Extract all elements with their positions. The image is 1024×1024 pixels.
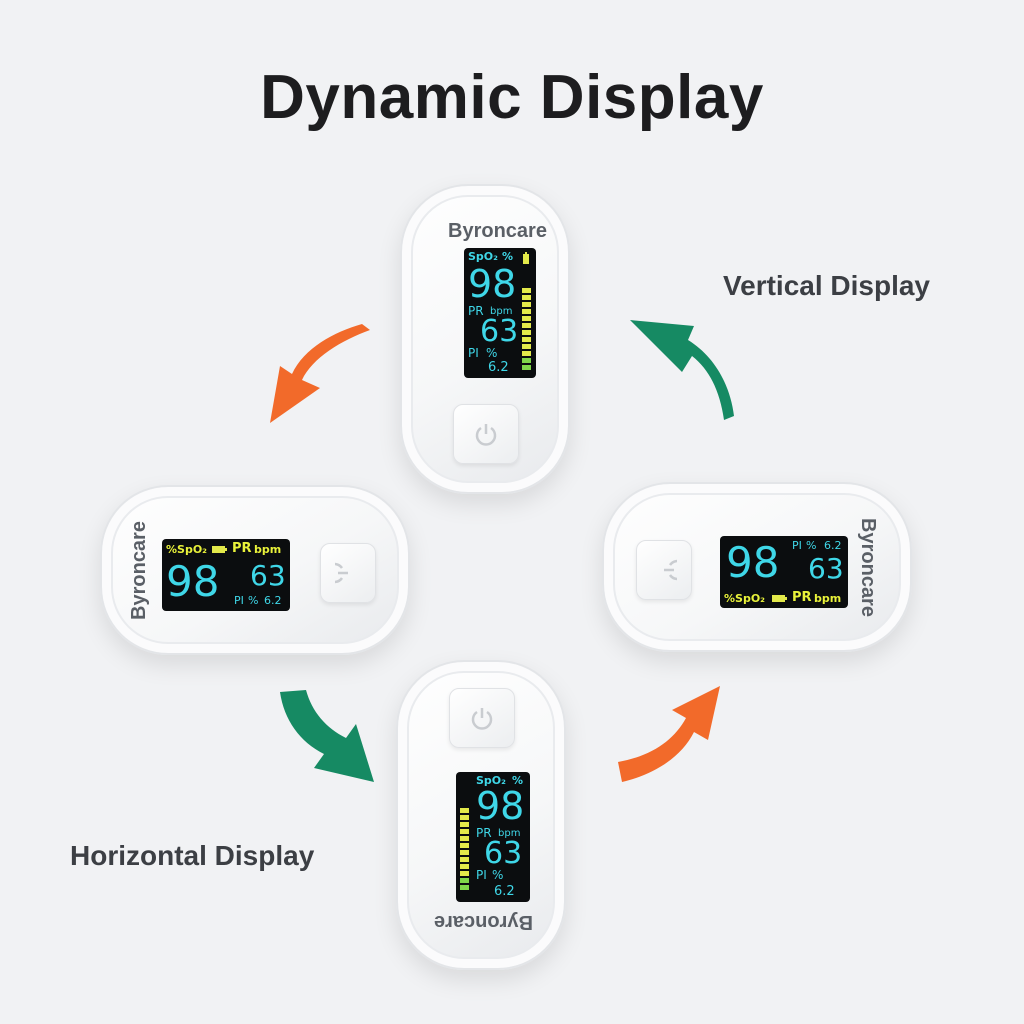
pi-label: PI <box>468 346 479 360</box>
pr-label: PR <box>792 590 812 605</box>
signal-bars <box>522 288 531 370</box>
oximeter-right: Byroncare 98 PI % 6.2 63 %SpO₂ PR bpm <box>602 482 912 652</box>
power-button[interactable] <box>636 540 692 600</box>
oximeter-top: Byroncare SpO₂ % 98 PR bpm 63 PI % 6.2 <box>400 184 570 494</box>
battery-icon <box>772 595 787 602</box>
brand-logo: Byroncare <box>434 911 533 933</box>
pi-unit: % <box>492 868 504 882</box>
pi-label: PI <box>792 539 802 552</box>
power-icon <box>664 559 677 581</box>
pi-value: 6.2 <box>824 539 842 552</box>
signal-bars <box>460 808 469 890</box>
oximeter-bottom: SpO₂ % 98 PR bpm 63 PI % 6.2 Byroncare <box>396 660 566 970</box>
spo2-label: %SpO₂ <box>724 592 765 605</box>
pi-unit: % <box>248 594 259 607</box>
oled-screen: SpO₂ % 98 PR bpm 63 PI % 6.2 <box>464 248 536 378</box>
pi-value: 6.2 <box>264 594 282 607</box>
oled-screen: SpO₂ % 98 PR bpm 63 PI % 6.2 <box>456 772 530 902</box>
pi-unit: % <box>486 346 498 360</box>
power-button[interactable] <box>449 688 515 748</box>
pr-unit: bpm <box>254 543 282 556</box>
pi-value: 6.2 <box>488 360 509 375</box>
pr-unit: bpm <box>498 828 521 839</box>
oled-screen: 98 PI % 6.2 63 %SpO₂ PR bpm <box>720 536 848 608</box>
green-arrow-icon <box>630 320 734 420</box>
power-icon <box>471 708 493 730</box>
horizontal-display-caption: Horizontal Display <box>70 840 315 871</box>
brand-logo: Byroncare <box>856 518 879 617</box>
page-title: Dynamic Display <box>260 63 764 132</box>
battery-icon <box>212 546 227 553</box>
pr-value: 63 <box>480 314 519 349</box>
spo2-value: 98 <box>726 538 780 587</box>
power-icon <box>475 424 497 446</box>
pi-label: PI <box>234 594 244 607</box>
power-button[interactable] <box>320 543 376 603</box>
battery-icon <box>523 252 529 264</box>
orange-arrow-icon <box>270 324 370 423</box>
spo2-label: %SpO₂ <box>166 543 207 556</box>
brand-logo: Byroncare <box>448 220 547 242</box>
spo2-value: 98 <box>476 784 525 828</box>
spo2-value: 98 <box>166 557 220 606</box>
vertical-display-caption: Vertical Display <box>723 270 931 301</box>
pr-label: PR <box>468 304 484 318</box>
pr-unit: bpm <box>490 306 513 317</box>
pi-label: PI <box>476 868 487 882</box>
power-button[interactable] <box>453 404 519 464</box>
spo2-value: 98 <box>468 262 517 306</box>
oled-screen: %SpO₂ PR bpm 98 63 PI % 6.2 <box>162 539 290 611</box>
oximeter-left: Byroncare %SpO₂ PR bpm 98 63 PI % 6.2 <box>100 485 410 655</box>
brand-logo: Byroncare <box>127 521 150 620</box>
spo2-unit: % <box>512 774 524 787</box>
pi-unit: % <box>806 539 817 552</box>
power-icon <box>335 562 348 584</box>
pr-label: PR <box>232 541 252 556</box>
orange-arrow-icon <box>618 686 720 782</box>
pi-value: 6.2 <box>494 884 515 899</box>
pr-value: 63 <box>484 836 523 871</box>
spo2-unit: % <box>502 250 514 263</box>
spo2-label: SpO₂ <box>476 774 506 787</box>
green-arrow-icon <box>280 690 374 782</box>
pr-value: 63 <box>250 559 286 592</box>
pr-label: PR <box>476 826 492 840</box>
pr-value: 63 <box>808 552 844 585</box>
pr-unit: bpm <box>814 592 842 605</box>
spo2-label: SpO₂ <box>468 250 498 263</box>
